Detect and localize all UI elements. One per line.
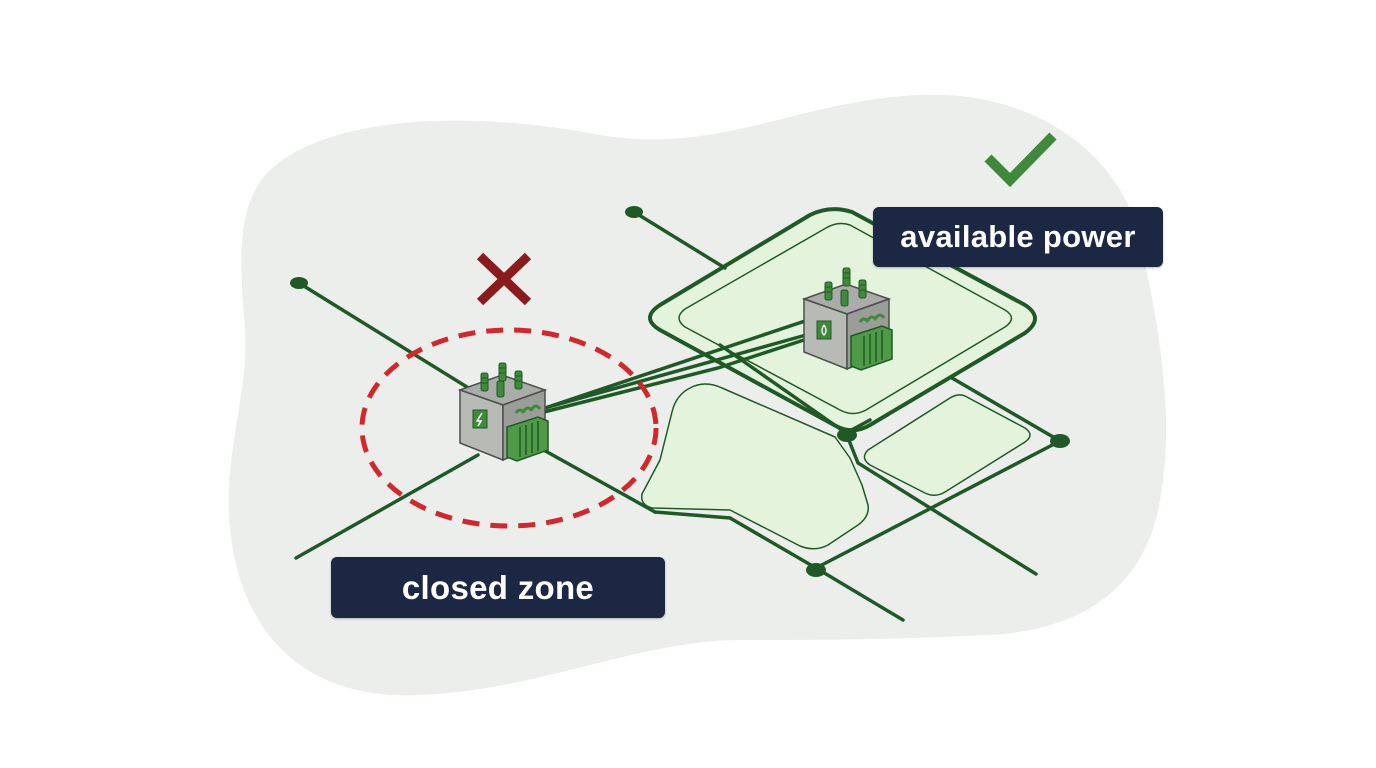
grid-line-3 [538,446,657,514]
available-power-label: available power [873,207,1163,267]
closed-zone-ring [359,327,659,529]
feeder-line-3 [538,336,812,415]
grid-line-9 [814,439,1062,570]
node-4 [1050,434,1070,448]
grid-line-5 [632,210,727,270]
node-2 [625,206,643,218]
grid-line-2 [294,453,480,560]
feeder-line-1 [543,318,810,410]
zone-lower-left [640,383,869,550]
node-3 [837,428,857,442]
grid-line-1 [297,281,477,394]
feeder-line-2 [543,333,808,410]
grid-lines [294,210,1062,622]
grid-line-4 [653,510,905,622]
node-1 [290,277,308,289]
transformer-substation-icon [801,267,893,371]
closed-zone-label: closed zone [331,557,665,618]
check-mark-icon [984,132,1057,188]
grid-nodes [290,206,1070,577]
zone-available-inner [678,222,1013,415]
grid-line-7 [844,431,1038,576]
x-mark-icon [476,252,532,306]
grid-line-8 [950,376,1062,443]
zone-lower-right [863,394,1031,496]
transformer-substation-icon [457,362,549,462]
node-5 [806,563,826,577]
